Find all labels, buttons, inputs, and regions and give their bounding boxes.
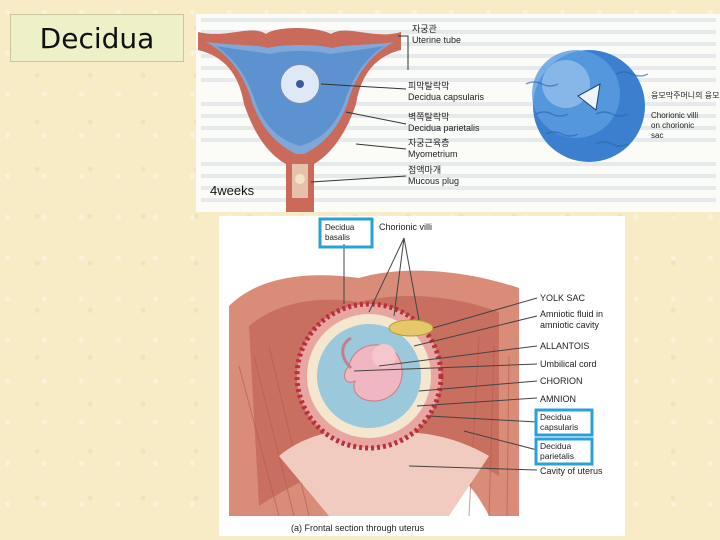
label-decidua-parietalis: Decidua parietalis — [408, 123, 480, 133]
sac-cutaway — [577, 83, 601, 111]
label-decidua-parietalis-2: parietalis — [540, 451, 574, 461]
yolk-sac-shape — [388, 319, 434, 337]
uterus-4weeks-figure: 자궁관 Uterine tube 피막탈락막 Decidua capsulari… — [196, 14, 720, 212]
label-myometrium: Myometrium — [408, 149, 458, 159]
cavity-of-uterus-shape — [279, 430, 489, 516]
frontal-section-figure: Decidua basalis Chorionic villi YOLK SAC… — [219, 216, 625, 536]
label-myometrium-ko: 자궁근육층 — [408, 138, 449, 148]
decidua-parietalis-highlight — [534, 437, 594, 466]
label-cavity-of-uterus: Cavity of uterus — [540, 466, 603, 476]
slide-title: Decidua — [10, 14, 184, 62]
label-amniotic-fluid-1: Amniotic fluid in — [540, 309, 603, 319]
label-amnion: AMNION — [540, 394, 576, 404]
label-allantois: ALLANTOIS — [540, 341, 589, 351]
label-chorion: CHORION — [540, 376, 583, 386]
label-decidua-basalis-2: basalis — [325, 233, 350, 242]
label-decidua-capsularis-1: Decidua — [540, 412, 571, 422]
decidua-basalis-highlight — [318, 217, 374, 249]
label-umbilical-cord: Umbilical cord — [540, 359, 597, 369]
label-capsularis-ko: 피막탈락막 — [408, 80, 449, 91]
mucous-plug-shape — [295, 174, 305, 184]
uterus-4weeks-illustration: 자궁관 Uterine tube 피막탈락막 Decidua capsulari… — [198, 18, 720, 212]
label-amniotic-fluid-2: amniotic cavity — [540, 320, 600, 330]
label-chorionic-villi: Chorionic villi — [379, 222, 432, 232]
umbilical-cord-shape — [341, 336, 353, 370]
stage-label: 4weeks — [210, 183, 255, 198]
frontal-section-illustration: Decidua basalis Chorionic villi YOLK SAC… — [229, 217, 603, 533]
label-sac: sac — [651, 131, 663, 140]
decidua-capsularis-highlight — [534, 408, 594, 437]
label-decidua-basalis-1: Decidua — [325, 223, 355, 232]
label-mucous-plug: Mucous plug — [408, 176, 459, 186]
label-uterine-tube-ko: 자궁관 — [412, 24, 437, 34]
label-uterine-tube: Uterine tube — [412, 35, 461, 45]
label-mucous-plug-ko: 점액마개 — [408, 164, 441, 175]
label-sac-ko: 융모막주머니의 융모막융모 — [651, 90, 720, 100]
label-yolk-sac: YOLK SAC — [540, 293, 586, 303]
label-decidua-parietalis-1: Decidua — [540, 441, 571, 451]
label-decidua-capsularis-2: capsularis — [540, 422, 578, 432]
label-chorionic-villi: Chorionic villi — [651, 111, 698, 120]
label-decidua-capsularis: Decidua capsularis — [408, 92, 485, 102]
label-on-chorionic: on chorionic — [651, 121, 694, 130]
label-parietalis-ko: 벽쪽탈락막 — [408, 111, 449, 122]
embryo-dot — [296, 80, 304, 88]
figure-caption: (a) Frontal section through uterus — [291, 523, 425, 533]
